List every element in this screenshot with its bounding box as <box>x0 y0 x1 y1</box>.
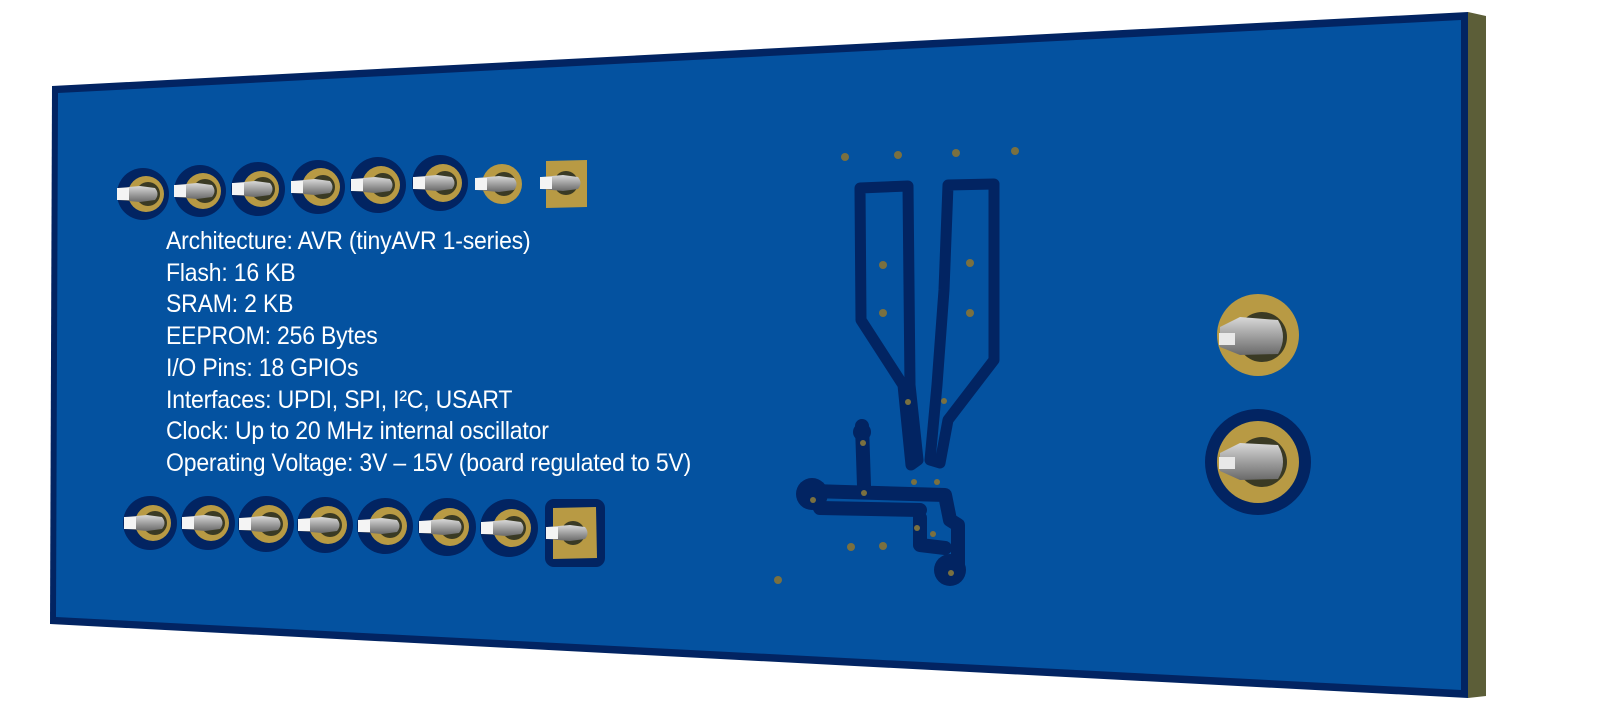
spec-eeprom: EEPROM: 256 Bytes <box>166 322 378 351</box>
copper-traces <box>796 178 1000 586</box>
board-edge <box>1468 12 1486 698</box>
pin-pad <box>291 160 345 214</box>
power-terminal <box>1205 294 1311 515</box>
spec-flash: Flash: 16 KB <box>166 258 296 287</box>
pin-pad <box>231 162 285 216</box>
pin-pad <box>418 498 476 556</box>
spec-operating-voltage: Operating Voltage: 3V – 15V (board regul… <box>166 448 692 477</box>
pin-pad <box>475 164 522 204</box>
top-header-row <box>117 155 587 220</box>
vias <box>774 147 1019 584</box>
pin-pad <box>480 499 538 557</box>
pin-pad <box>181 496 235 550</box>
pin-pad <box>297 497 353 553</box>
spec-clock: Clock: Up to 20 MHz internal oscillator <box>166 417 549 446</box>
bottom-header-row <box>123 496 605 567</box>
pin-pad <box>357 498 413 554</box>
pin-1-square-pad <box>545 499 605 567</box>
pin-pad <box>117 168 169 220</box>
pin-pad <box>238 496 294 552</box>
pin-1-square-pad <box>540 160 587 208</box>
spec-interfaces: Interfaces: UPDI, SPI, I²C, USART <box>166 385 513 414</box>
spec-list: Architecture: AVR (tinyAVR 1-series) Fla… <box>166 226 691 480</box>
pin-pad <box>123 496 177 550</box>
power-pad <box>1205 409 1311 515</box>
spec-io-pins: I/O Pins: 18 GPIOs <box>166 353 359 382</box>
power-pad <box>1217 294 1299 376</box>
spec-architecture: Architecture: AVR (tinyAVR 1-series) <box>166 227 531 255</box>
pin-pad <box>174 165 226 217</box>
pin-pad <box>350 157 406 213</box>
spec-sram: SRAM: 2 KB <box>166 290 294 319</box>
pin-pad <box>412 155 468 211</box>
